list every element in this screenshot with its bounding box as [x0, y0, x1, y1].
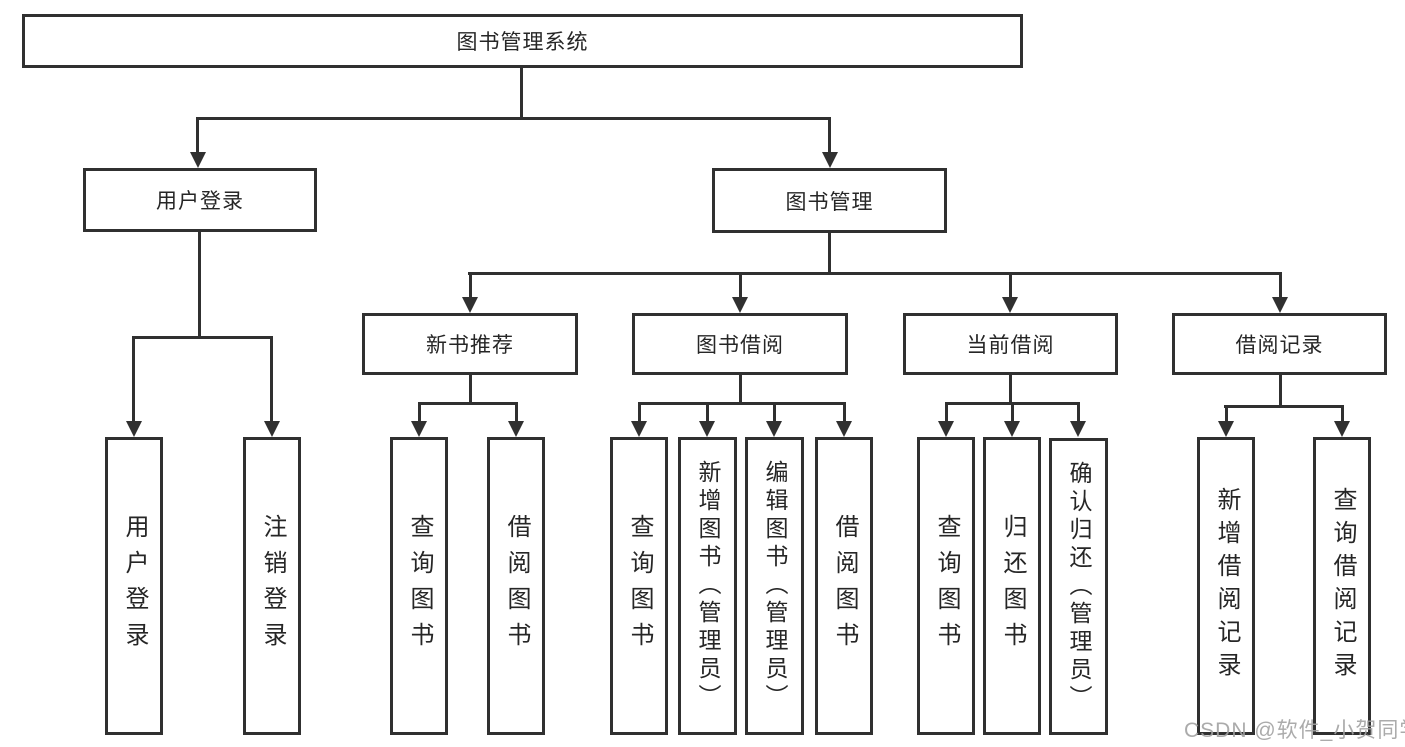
- leaf-query-borrow-record: 查询借阅记录: [1313, 437, 1371, 735]
- leaf-query-books-recommend-label: 查询图书: [406, 514, 433, 658]
- arrow-to-leaf-user-login: [126, 421, 142, 437]
- node-current-borrowing-label: 当前借阅: [966, 334, 1055, 357]
- leaf-add-books-admin-label: 新增图书（管理员）: [695, 460, 721, 712]
- connector-to-leaf-logout-stem: [270, 336, 273, 422]
- leaf-logout: 注销登录: [243, 437, 301, 735]
- node-book-borrowing-label: 图书借阅: [696, 334, 784, 357]
- arrow-to-borrowing-records: [1272, 297, 1288, 313]
- leaf-query-books-current: 查询图书: [917, 437, 975, 735]
- node-borrowing-records: 借阅记录: [1172, 313, 1387, 375]
- leaf-user-login-label: 用户登录: [121, 514, 148, 658]
- connector-stem: [515, 402, 518, 422]
- node-new-book-recommendation-label: 新书推荐: [426, 334, 514, 357]
- connector-borrowing-records-stem: [1279, 374, 1282, 406]
- connector-stem: [706, 402, 709, 422]
- arrow-to-book-management: [822, 152, 838, 168]
- arrow-to-leaf-query-borrow-record: [1334, 421, 1350, 437]
- leaf-confirm-return-admin-label: 确认归还（管理员）: [1066, 460, 1092, 713]
- connector-stem: [1077, 402, 1080, 422]
- connector-to-borrowing-records-stem: [1279, 272, 1282, 298]
- leaf-query-books-borrowing: 查询图书: [610, 437, 668, 735]
- connector-stem: [1225, 405, 1228, 422]
- connector-to-new-book-rec-stem: [469, 272, 472, 298]
- connector-stem: [843, 402, 846, 422]
- connector-current-borrowing-stem: [1009, 374, 1012, 403]
- connector-to-book-management-stem: [828, 117, 831, 153]
- connector-new-book-rec-rail: [418, 402, 518, 405]
- arrow-to-leaf-edit-books-admin: [766, 421, 782, 437]
- connector-level2-rail: [468, 272, 1282, 275]
- arrow-to-current-borrowing: [1002, 297, 1018, 313]
- connector-stem: [945, 402, 948, 422]
- leaf-edit-books-admin-label: 编辑图书（管理员）: [762, 460, 788, 712]
- arrow-to-leaf-confirm-return-admin: [1070, 421, 1086, 437]
- leaf-edit-books-admin: 编辑图书（管理员）: [745, 437, 804, 735]
- node-book-borrowing: 图书借阅: [632, 313, 848, 375]
- leaf-query-borrow-record-label: 查询借阅记录: [1329, 487, 1356, 685]
- arrow-to-leaf-borrow-books-borrowing: [836, 421, 852, 437]
- node-library-management-system: 图书管理系统: [22, 14, 1023, 68]
- connector-to-book-borrowing-stem: [739, 272, 742, 298]
- leaf-query-books-borrowing-label: 查询图书: [626, 514, 653, 658]
- connector-stem: [638, 402, 641, 422]
- arrow-to-leaf-query-books-current: [938, 421, 954, 437]
- connector-to-user-login-stem: [196, 117, 199, 153]
- node-user-login-label: 用户登录: [156, 190, 244, 213]
- leaf-logout-label: 注销登录: [259, 514, 286, 658]
- node-current-borrowing: 当前借阅: [903, 313, 1118, 375]
- connector-stem: [1011, 402, 1014, 422]
- connector-stem: [1341, 405, 1344, 422]
- csdn-watermark: CSDN @软件_小贺同学: [1184, 719, 1405, 742]
- connector-user-login-stem: [198, 231, 201, 337]
- arrow-to-leaf-logout: [264, 421, 280, 437]
- connector-stem: [418, 402, 421, 422]
- leaf-borrow-books-recommend: 借阅图书: [487, 437, 545, 735]
- leaf-return-books: 归还图书: [983, 437, 1041, 735]
- node-book-management-label: 图书管理: [785, 190, 874, 214]
- arrow-to-user-login: [190, 152, 206, 168]
- arrow-to-book-borrowing: [732, 297, 748, 313]
- connector-user-login-rail: [132, 336, 273, 339]
- node-borrowing-records-label: 借阅记录: [1235, 334, 1324, 357]
- connector-book-management-stem: [828, 232, 831, 273]
- arrow-to-leaf-add-books-admin: [699, 421, 715, 437]
- arrow-to-leaf-return-books: [1004, 421, 1020, 437]
- leaf-add-borrow-record-label: 新增借阅记录: [1213, 487, 1240, 685]
- leaf-query-books-recommend: 查询图书: [390, 437, 448, 735]
- arrow-to-leaf-add-borrow-record: [1218, 421, 1234, 437]
- leaf-add-books-admin: 新增图书（管理员）: [678, 437, 737, 735]
- connector-new-book-rec-stem: [469, 374, 472, 403]
- connector-root-stem: [520, 66, 523, 118]
- arrow-to-new-book-rec: [462, 297, 478, 313]
- connector-book-borrowing-rail: [638, 402, 845, 405]
- connector-borrowing-records-rail: [1224, 405, 1343, 408]
- connector-book-borrowing-stem: [739, 374, 742, 403]
- leaf-return-books-label: 归还图书: [999, 514, 1026, 658]
- leaf-borrow-books-borrowing-label: 借阅图书: [831, 514, 858, 658]
- leaf-user-login: 用户登录: [105, 437, 163, 735]
- leaf-add-borrow-record: 新增借阅记录: [1197, 437, 1255, 735]
- leaf-borrow-books-borrowing: 借阅图书: [815, 437, 873, 735]
- node-new-book-recommendation: 新书推荐: [362, 313, 578, 375]
- arrow-to-leaf-query-books-borrowing: [631, 421, 647, 437]
- leaf-borrow-books-recommend-label: 借阅图书: [503, 514, 530, 658]
- arrow-to-leaf-query-books-recommend: [411, 421, 427, 437]
- connector-to-leaf-user-login-stem: [132, 336, 135, 422]
- arrow-to-leaf-borrow-books-recommend: [508, 421, 524, 437]
- leaf-query-books-current-label: 查询图书: [933, 514, 960, 658]
- connector-to-current-borrowing-stem: [1009, 272, 1012, 298]
- connector-level1-rail: [197, 117, 831, 120]
- node-library-management-system-label: 图书管理系统: [456, 31, 589, 54]
- leaf-confirm-return-admin: 确认归还（管理员）: [1049, 438, 1108, 735]
- connector-stem: [773, 402, 776, 422]
- node-user-login: 用户登录: [83, 168, 317, 232]
- node-book-management: 图书管理: [712, 168, 947, 233]
